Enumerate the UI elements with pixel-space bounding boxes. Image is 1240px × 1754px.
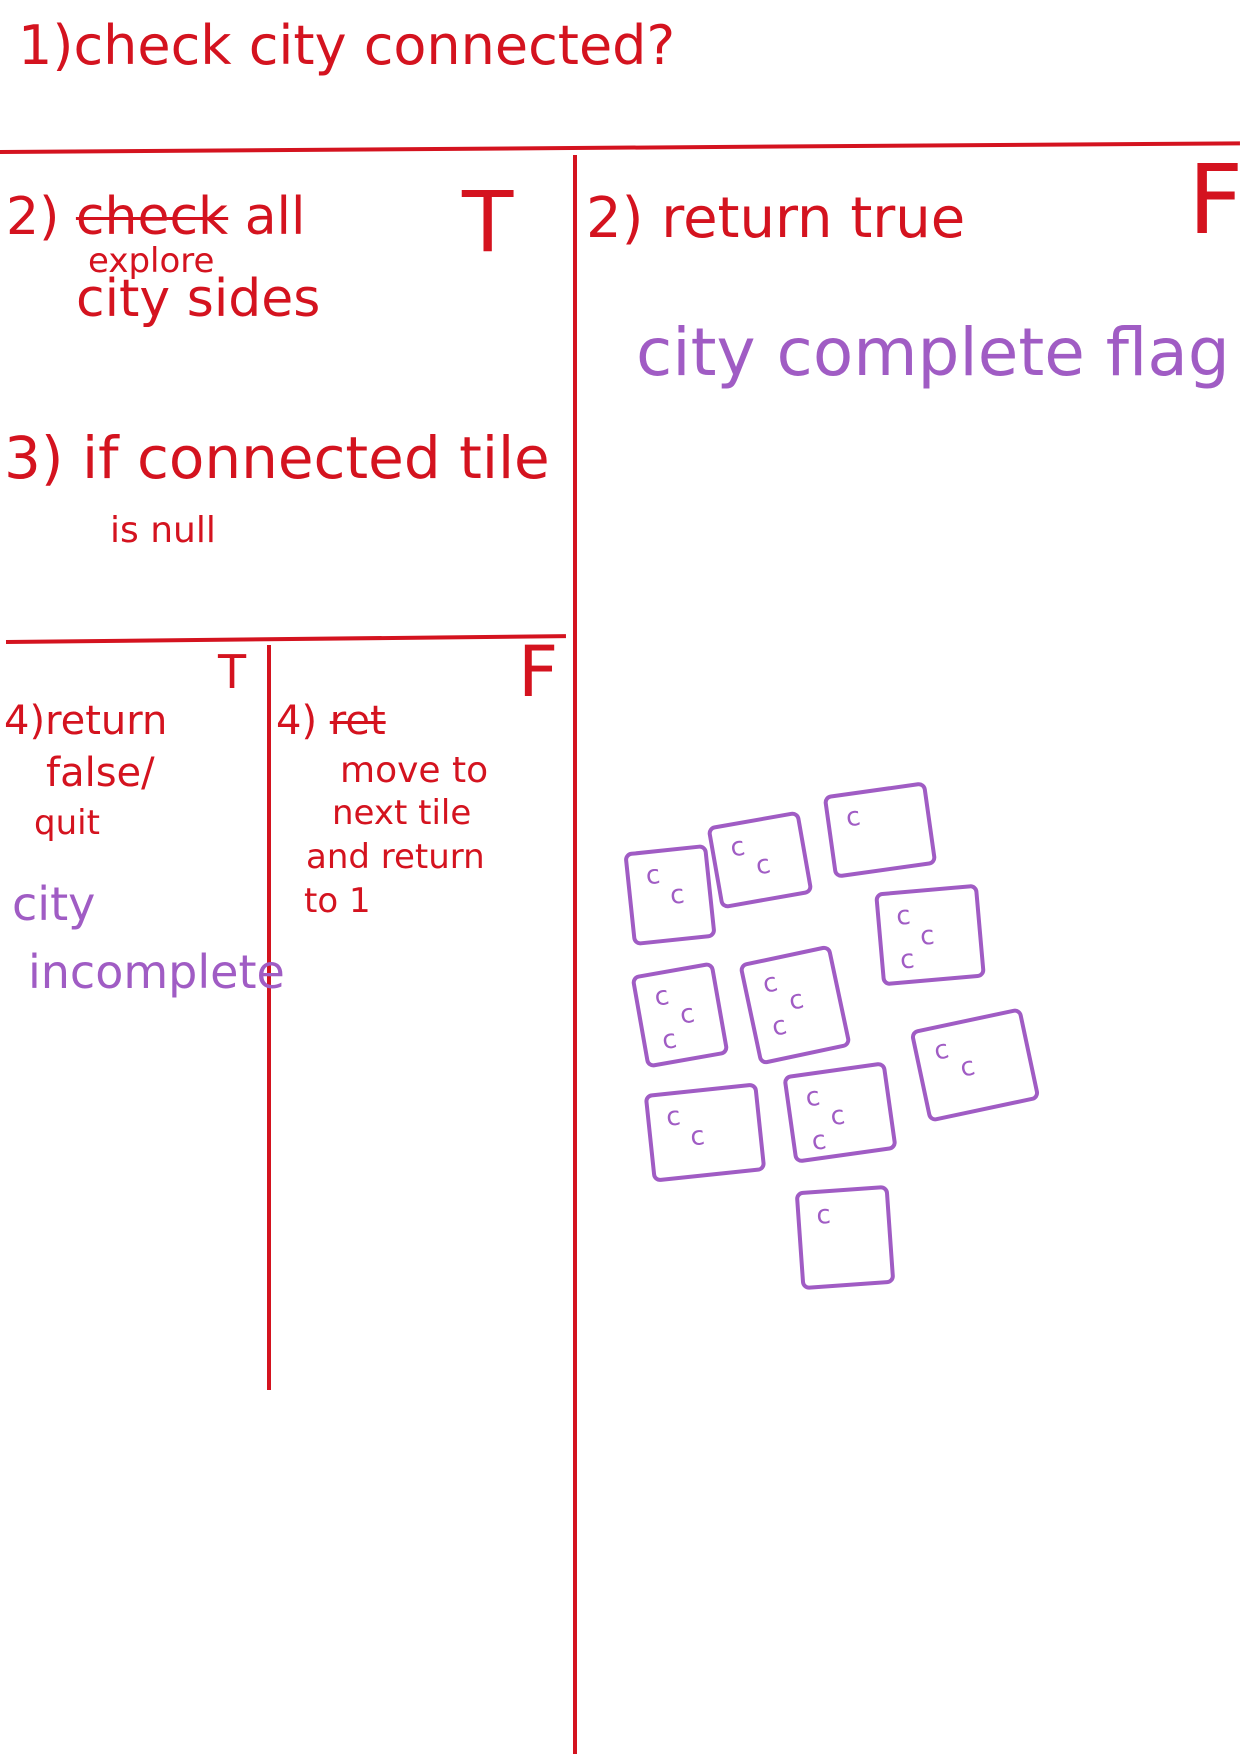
false-sub-step-line: 4) ret <box>276 700 386 742</box>
city-tile-letter: c <box>899 945 916 976</box>
step2-explore-correction: explore <box>88 241 215 281</box>
city-tile-10: c <box>795 1185 895 1290</box>
false-branch-step-text: return true <box>661 186 966 251</box>
false-branch-return-true: 2) return true <box>586 189 965 249</box>
city-tile-3: cc <box>624 844 716 946</box>
step2-number: 2) <box>6 187 60 247</box>
step3-number: 3) <box>4 424 64 492</box>
false-branch-marker: F <box>1188 144 1240 256</box>
true-sub-step-number: 4) <box>4 698 46 744</box>
false-sub-to-1: to 1 <box>304 881 371 921</box>
city-tile-letter: c <box>786 984 806 1016</box>
step2-explore: 2) check all <box>6 190 305 245</box>
city-tile-outline <box>795 1185 895 1290</box>
false-sub-next-tile: next tile <box>332 793 472 833</box>
step3-text: if connected tile <box>81 424 550 492</box>
false-sub-step-number: 4) <box>276 698 318 744</box>
main-vertical-divider <box>573 155 577 1754</box>
city-tile-letter: c <box>931 1035 951 1067</box>
true-sub-return-line: 4)return <box>4 700 167 742</box>
city-tile-letter: c <box>895 901 912 932</box>
city-tile-outline <box>874 884 986 986</box>
city-incomplete-note-line1: city <box>12 877 96 931</box>
city-tile-letter: c <box>644 860 661 891</box>
true-branch-marker: T <box>462 173 514 271</box>
city-tile-outline <box>707 811 813 909</box>
city-tile-outline <box>644 1083 766 1182</box>
step3-if-connected-tile: 3) if connected tile <box>4 428 550 489</box>
city-tile-letter: c <box>810 1125 828 1157</box>
city-tile-letter: c <box>728 832 747 864</box>
city-tile-letter: c <box>754 850 773 882</box>
city-tile-letter: c <box>660 1024 679 1056</box>
city-tile-letter: c <box>652 981 671 1013</box>
city-tile-8: cc <box>644 1083 766 1182</box>
city-tile-letter: c <box>919 921 936 952</box>
step3-is-null: is null <box>110 510 216 551</box>
city-tile-outline <box>739 945 851 1065</box>
city-tile-outline <box>823 782 937 878</box>
false-sub-and-return: and return <box>306 837 485 877</box>
city-tile-letter: c <box>678 999 697 1031</box>
city-incomplete-note-line2: incomplete <box>28 945 285 999</box>
city-tile-letter: c <box>689 1121 706 1152</box>
sub-horizontal-divider <box>5 634 566 644</box>
false-branch-step-number: 2) <box>586 186 644 251</box>
true-sub-marker: T <box>218 645 247 699</box>
city-tile-outline <box>631 962 729 1068</box>
city-tile-letter: c <box>665 1102 682 1133</box>
false-sub-move-to: move to <box>340 750 489 791</box>
city-tile-letter: c <box>804 1082 822 1114</box>
top-horizontal-divider <box>0 141 1240 154</box>
city-tile-4: ccc <box>874 884 986 986</box>
sub-vertical-divider <box>267 645 271 1390</box>
city-tile-1: c <box>823 782 937 878</box>
city-tile-letter: c <box>828 1101 846 1133</box>
city-complete-flag-note: city complete flag <box>636 314 1230 391</box>
false-sub-struck-word: ret <box>329 698 386 744</box>
city-tile-outline <box>910 1008 1040 1122</box>
root-step-number: 1) <box>18 14 74 77</box>
city-tile-7: cc <box>910 1008 1040 1122</box>
city-tile-letter: c <box>669 880 686 911</box>
city-tile-6: ccc <box>739 945 851 1065</box>
city-tile-9: ccc <box>783 1062 897 1163</box>
city-tile-letter: c <box>769 1011 789 1043</box>
city-tile-letter: c <box>844 802 862 834</box>
true-sub-false: false/ <box>46 750 155 796</box>
city-tile-letter: c <box>760 968 780 1000</box>
city-tile-outline <box>624 844 716 946</box>
city-tile-outline <box>783 1062 897 1163</box>
city-tile-letter: c <box>957 1051 977 1083</box>
city-tile-5: ccc <box>631 962 729 1068</box>
city-tile-2: cc <box>707 811 813 909</box>
root-question: 1)check city connected? <box>18 17 675 75</box>
step2-struck-word: check <box>75 187 229 247</box>
step2-text: all <box>244 187 306 247</box>
true-sub-return: return <box>45 698 168 744</box>
true-sub-quit: quit <box>34 803 100 843</box>
false-sub-marker: F <box>518 631 559 713</box>
root-question-text: check city connected? <box>73 14 676 77</box>
city-tile-letter: c <box>815 1200 831 1231</box>
step2-city-sides: city sides <box>76 269 321 329</box>
